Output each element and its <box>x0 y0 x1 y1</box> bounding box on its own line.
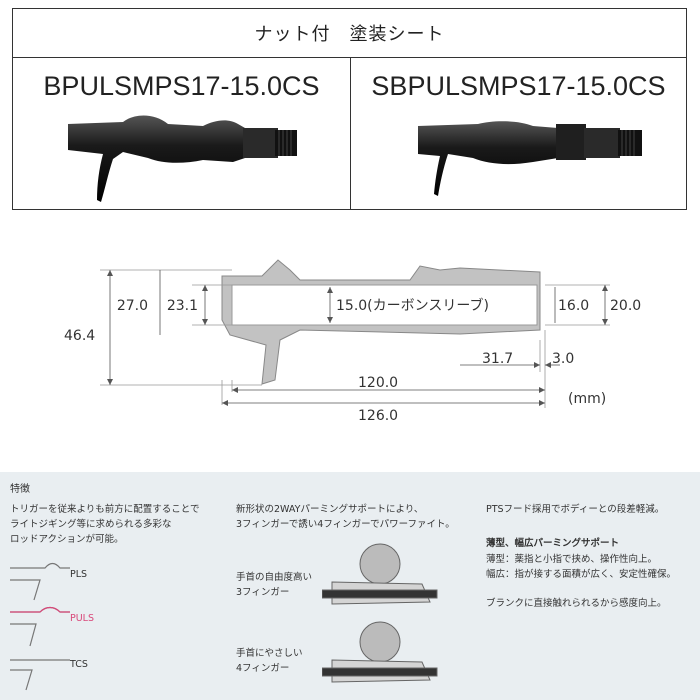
dim-120: 120.0 <box>358 375 398 391</box>
dimension-drawing: 27.0 23.1 46.4 15.0(カーボンスリーブ) 16.0 20.0 … <box>64 259 641 424</box>
dim-3: 3.0 <box>552 351 574 367</box>
feature-3-line1: PTSフード採用でボディーとの段差軽減。 <box>486 504 665 515</box>
dim-sleeve: 15.0(カーボンスリーブ) <box>336 297 489 314</box>
dim-46: 46.4 <box>64 328 95 344</box>
feature-3-body: 薄型：薬指と小指で挟め、操作性向上。 幅広：指が接する面積が広く、安定性確保。 <box>486 554 677 580</box>
caption-3-finger: 手首の自由度高い 3フィンガー <box>236 572 313 598</box>
table-header: ナット付 塗装シート <box>13 9 686 58</box>
caption-4-finger: 手首にやさしい 4フィンガー <box>236 648 303 674</box>
dim-23: 23.1 <box>167 298 198 314</box>
dim-126: 126.0 <box>358 408 398 424</box>
model-name-left: BPULSMPS17-15.0CS <box>43 71 320 101</box>
feature-3-heading: 薄型、幅広パーミングサポート <box>486 538 620 549</box>
label-pls: PLS <box>70 569 88 580</box>
label-puls: PULS <box>70 613 95 624</box>
feature-1-text: トリガーを従来よりも前方に配置することで ライトジギング等に求められる多彩な ロ… <box>10 504 200 545</box>
dim-27: 27.0 <box>117 298 148 314</box>
dim-31: 31.7 <box>482 351 513 367</box>
features-title: 特徴 <box>10 484 30 495</box>
grip-image-spinning <box>418 121 642 196</box>
hand-grip-illustrations <box>322 543 438 683</box>
trigger-comparison-illustration <box>10 562 70 691</box>
feature-3-line2: ブランクに直接触れられるから感度向上。 <box>486 598 667 609</box>
model-name-right: SBPULSMPS17-15.0CS <box>371 71 666 101</box>
dim-20: 20.0 <box>610 298 641 314</box>
dim-16: 16.0 <box>558 298 589 314</box>
label-tcs: TCS <box>70 659 88 670</box>
unit-label: (mm) <box>568 391 606 407</box>
feature-2-text: 新形状の2WAYパーミングサポートにより、 3フィンガーで誘い4フィンガーでパワ… <box>236 504 455 530</box>
features-panel: 特徴 トリガーを従来よりも前方に配置することで ライトジギング等に求められる多彩… <box>0 472 700 700</box>
grip-image-with-trigger <box>68 115 297 202</box>
table-divider <box>350 57 351 209</box>
product-table: ナット付 塗装シート BPULSMPS17-15.0CS SBPULSMPS17… <box>12 8 687 210</box>
